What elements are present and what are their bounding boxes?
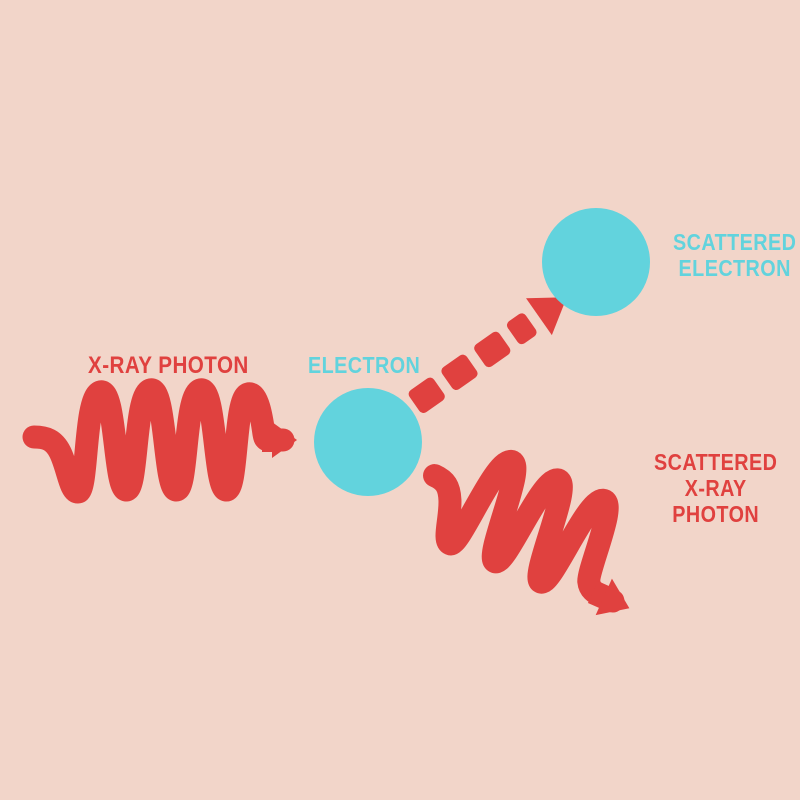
scattered-electron-dashed-arrow bbox=[408, 297, 567, 413]
scattered-wave-path bbox=[423, 449, 625, 613]
incident-xray-photon-wave bbox=[22, 378, 297, 504]
label-scattered-electron: SCATTERED ELECTRON bbox=[673, 229, 797, 281]
dash-segment-2 bbox=[441, 354, 478, 391]
electron-circle bbox=[314, 388, 422, 496]
incident-wave-arrow-neck bbox=[262, 428, 278, 452]
scattered-xray-photon-wave bbox=[423, 449, 630, 616]
dash-segment-3 bbox=[474, 331, 511, 368]
label-scattered-xray-photon: SCATTERED X-RAY PHOTON bbox=[654, 449, 778, 527]
label-xray-photon: X-RAY PHOTON bbox=[88, 352, 249, 379]
incident-wave-path bbox=[22, 378, 295, 504]
scattered-wave-arrowhead bbox=[595, 578, 630, 616]
label-electron: ELECTRON bbox=[308, 352, 421, 378]
incident-wave-arrowhead bbox=[272, 422, 297, 458]
scattered-electron-circle bbox=[542, 208, 650, 316]
dashed-arrow-head bbox=[526, 297, 567, 336]
dash-segment-1 bbox=[408, 377, 445, 413]
dash-segment-4 bbox=[506, 313, 537, 345]
